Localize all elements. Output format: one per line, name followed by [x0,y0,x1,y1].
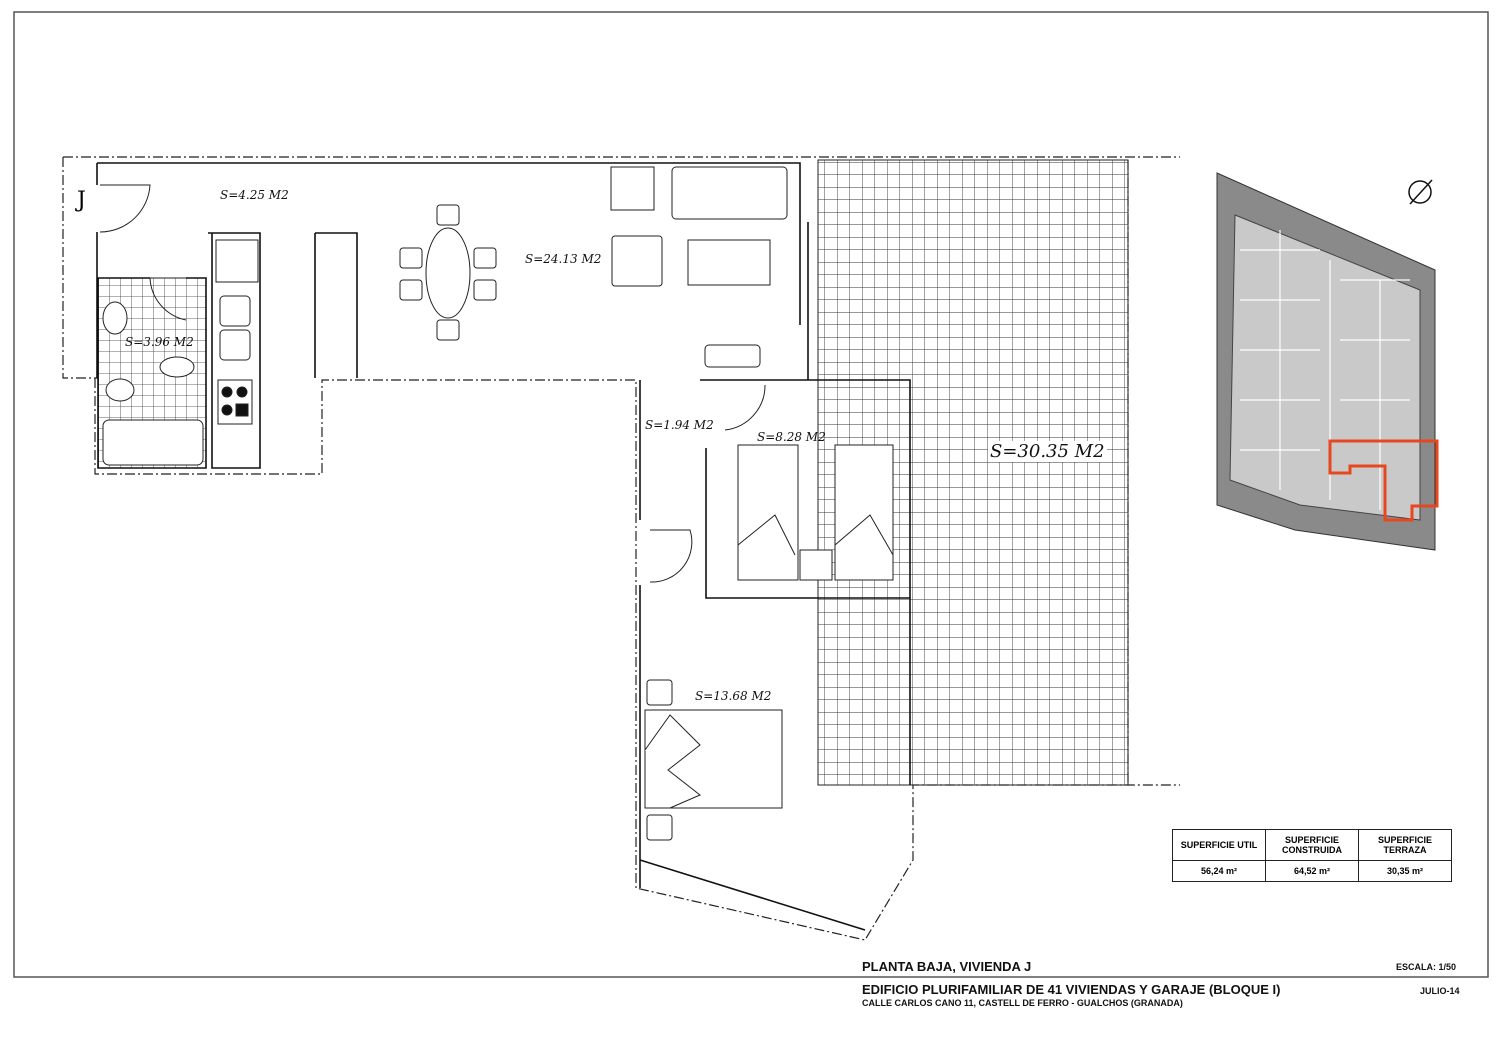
room-area-bedroom-2: S=8.28 M2 [757,430,826,444]
unit-mark: J [77,188,86,213]
date-label: JULIO-14 [1420,986,1460,996]
room-area-corridor: S=1.94 M2 [645,418,714,432]
room-area-terrace: S=30.35 M2 [988,441,1107,462]
room-area-living: S=24.13 M2 [525,252,602,266]
dashed-outline [62,156,1180,941]
doors [99,184,766,583]
value-util: 56,24 m² [1172,860,1266,882]
header-terraza: SUPERFICIE TERRAZA [1358,829,1452,861]
walls [96,162,911,931]
unit-highlight [1328,439,1439,522]
sheet-border [13,11,1489,978]
header-construida: SUPERFICIE CONSTRUIDA [1265,829,1359,861]
project-title: EDIFICIO PLURIFAMILIAR DE 41 VIVIENDAS Y… [862,982,1281,997]
sheet-title: PLANTA BAJA, VIVIENDA J [862,959,1032,974]
room-area-bedroom-main: S=13.68 M2 [695,689,772,703]
furniture [102,166,894,841]
address-label: CALLE CARLOS CANO 11, CASTELL DE FERRO -… [862,998,1183,1008]
room-area-hall: S=4.25 M2 [220,188,289,202]
room-area-bathroom: S=3.96 M2 [125,335,194,349]
value-construida: 64,52 m² [1265,860,1359,882]
key-plan [1216,172,1439,551]
north-arrow-icon [1408,179,1433,205]
header-util: SUPERFICIE UTIL [1172,829,1266,861]
surface-table: SUPERFICIE UTIL SUPERFICIE CONSTRUIDA SU… [1172,829,1452,882]
value-terraza: 30,35 m² [1358,860,1452,882]
scale-label: ESCALA: 1/50 [1396,962,1457,972]
